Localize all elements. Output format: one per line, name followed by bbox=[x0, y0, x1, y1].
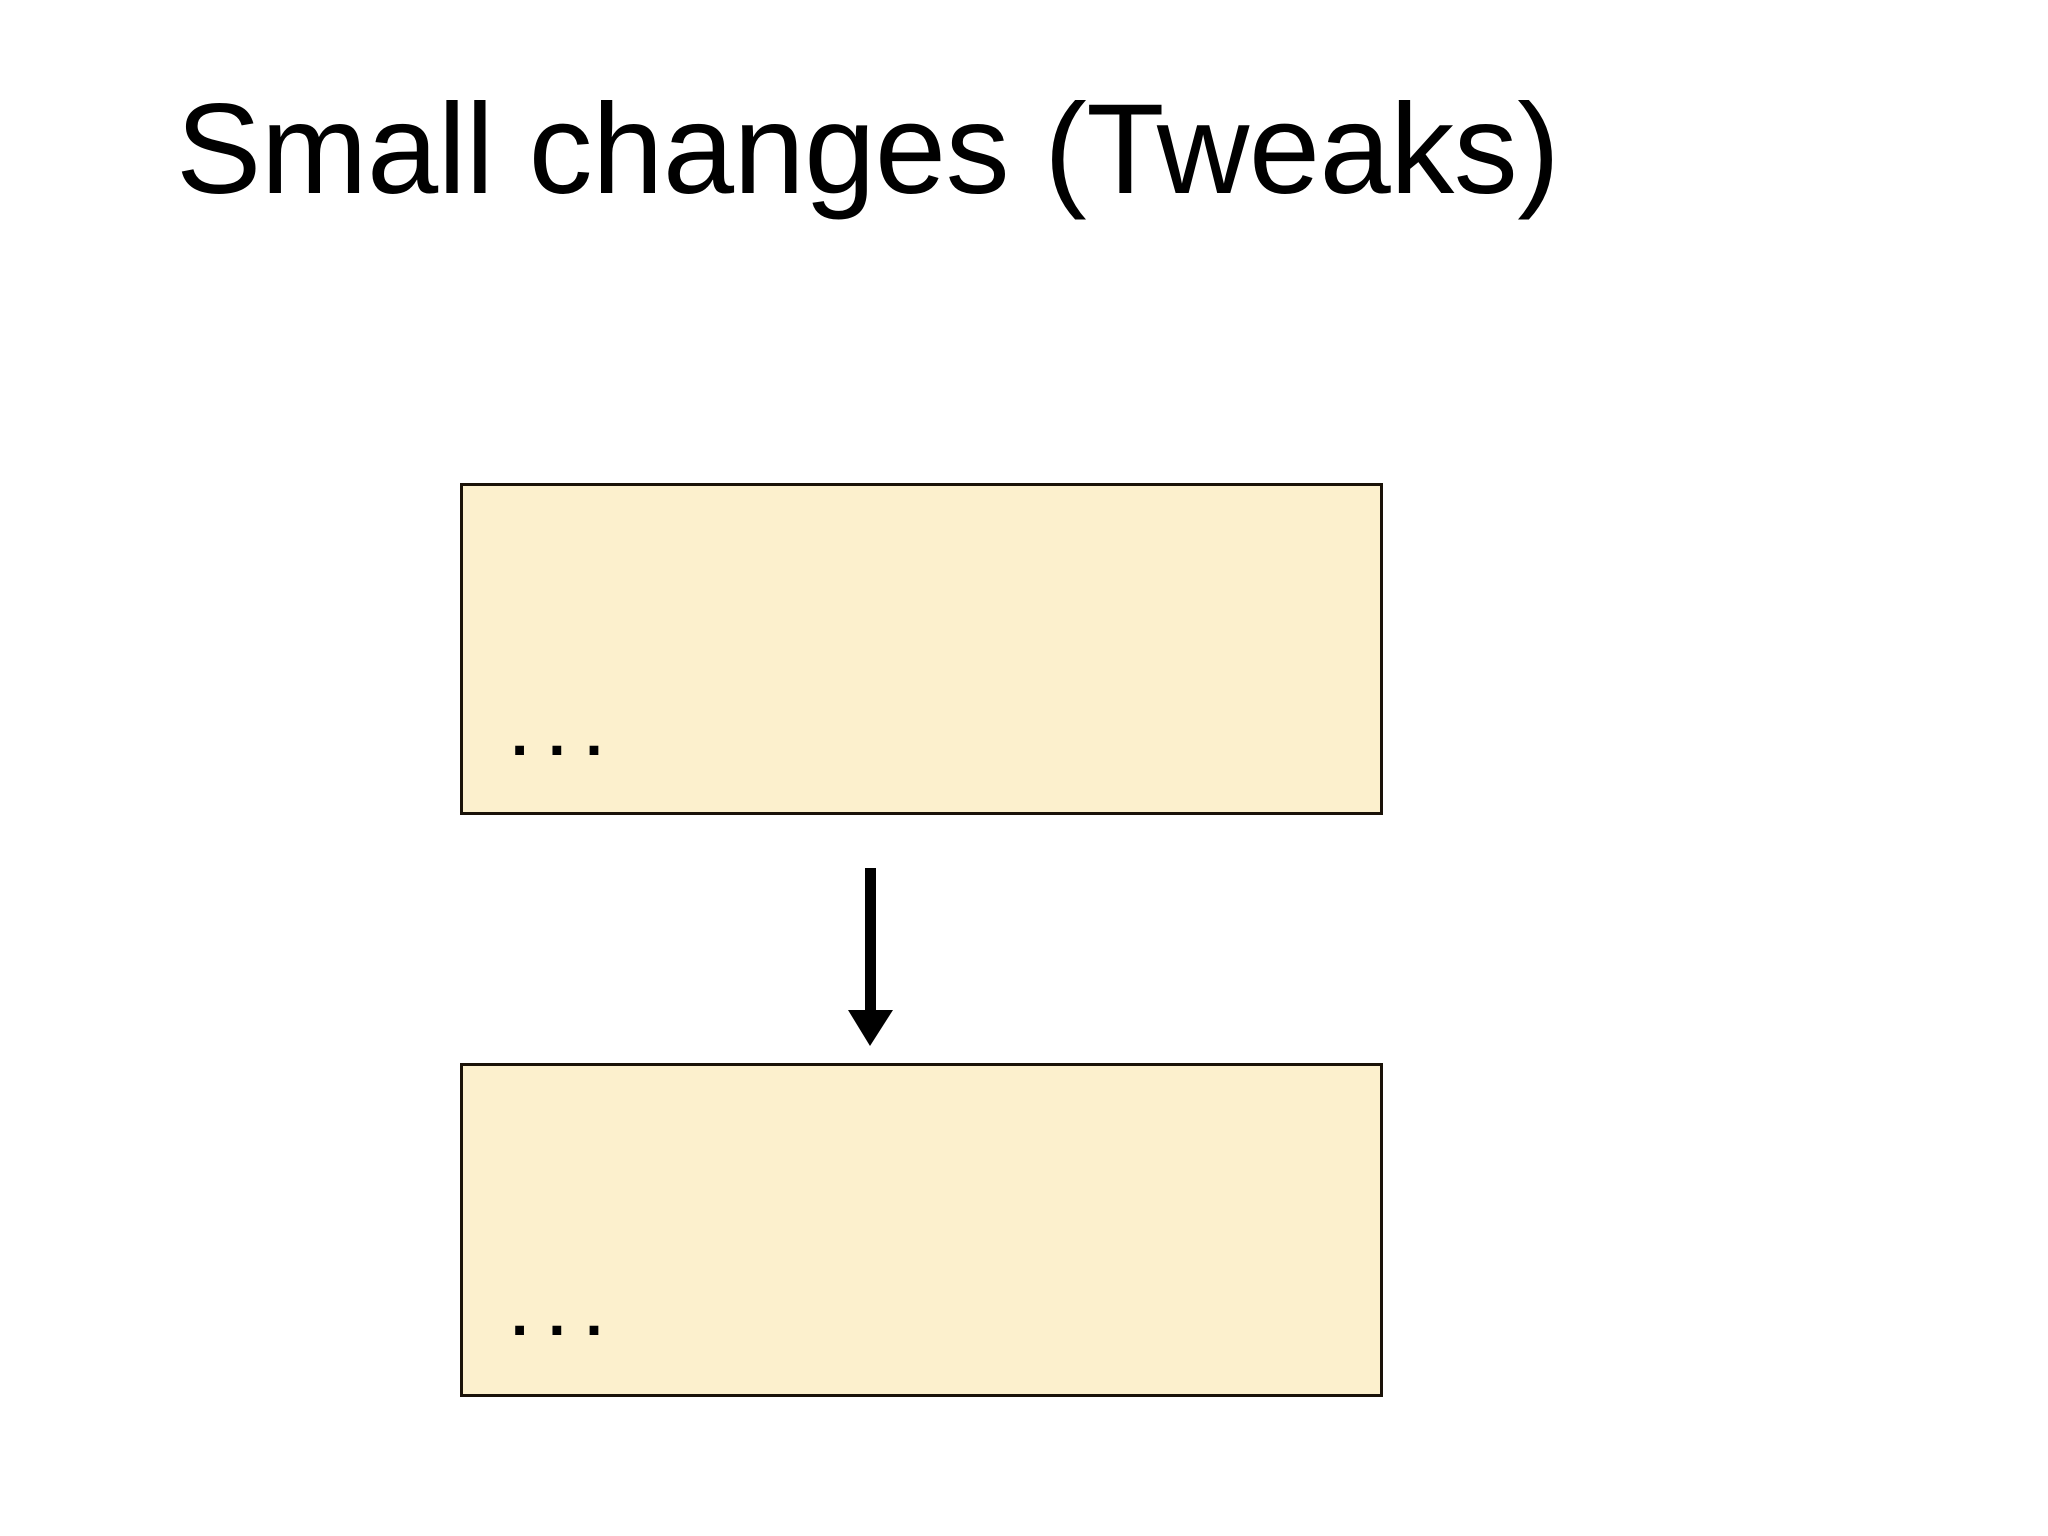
code-block-before: ... y = [1 2 3] ... bbox=[501, 504, 910, 812]
code-line-ellipsis-top: ... bbox=[501, 1283, 613, 1355]
page-title: Small changes (Tweaks) bbox=[176, 78, 1560, 221]
code-block-after: ... y = 1:3; ... bbox=[501, 1084, 799, 1394]
code-box-after: ... y = 1:3; ... bbox=[460, 1063, 1383, 1397]
code-line-ellipsis-top: ... bbox=[501, 703, 613, 775]
down-arrow-icon bbox=[820, 860, 920, 1060]
code-box-before: ... y = [1 2 3] ... bbox=[460, 483, 1383, 815]
